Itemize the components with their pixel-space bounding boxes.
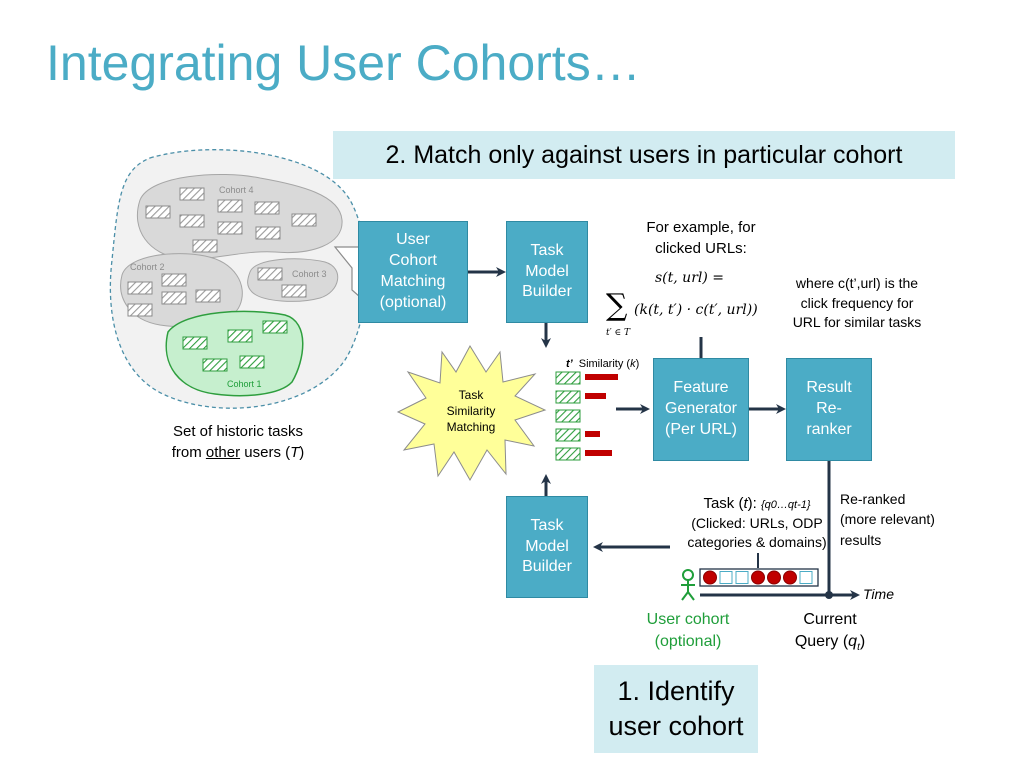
step2-banner: 2. Match only against users in particula… (333, 131, 955, 179)
task-model-builder-top-box: Task Model Builder (506, 221, 588, 323)
formula-sum-symbol: ∑ (606, 288, 628, 323)
time-label: Time (863, 586, 894, 602)
cohort-3-tasks (257, 267, 307, 298)
cohort-1-tasks (182, 320, 288, 372)
step2-banner-text: 2. Match only against users in particula… (385, 141, 903, 169)
query-empty-square (735, 571, 749, 584)
task-similarity-starburst (396, 344, 547, 482)
cohort-1-label: Cohort 1 (227, 379, 262, 389)
person-icon (681, 569, 695, 601)
similarity-task-stack (555, 371, 581, 461)
similarity-bar (585, 450, 612, 456)
example-label: For example, for clicked URLs: (646, 219, 756, 257)
cohort-2-tasks (127, 273, 221, 317)
similarity-bar (585, 431, 600, 437)
formula-lhs: s(t, url) = (655, 270, 725, 286)
reranked-results-label: Re-ranked (more relevant) results (840, 491, 935, 548)
query-sequence (703, 570, 813, 585)
user-cohort-optional-label: User cohort (optional) (646, 611, 730, 651)
cohort-3-label: Cohort 3 (292, 269, 327, 279)
current-query-label: Current Query (qt) (794, 611, 866, 654)
query-empty-square (799, 571, 813, 584)
formula-sum-subscript: t′ ∈ T (606, 328, 631, 338)
query-red-dot (751, 570, 765, 585)
feature-generator-box: Feature Generator (Per URL) (653, 358, 749, 461)
page-title: Integrating User Cohorts… (46, 35, 641, 91)
query-red-dot (783, 570, 797, 585)
query-empty-square (719, 571, 733, 584)
query-red-dot (767, 570, 781, 585)
similarity-bar (585, 393, 606, 399)
query-red-dot (703, 570, 717, 585)
similarity-bar (585, 374, 618, 380)
current-query-dot (825, 591, 833, 599)
task-label: Task (t): {q0…qt-1} (Clicked: URLs, ODP … (687, 495, 827, 551)
cohort-4-label: Cohort 4 (219, 185, 254, 195)
click-frequency-explain: where c(t’,url) is the click frequency f… (792, 275, 922, 331)
similarity-label: t’Similarity (k) (566, 358, 640, 370)
similarity-bars (585, 374, 618, 456)
formula-rhs: (k(t, t′) · c(t′, url)) (634, 302, 758, 318)
historic-tasks-caption: Set of historic tasks from other users (… (171, 423, 305, 461)
cohort-4-tasks (145, 187, 317, 253)
starburst-label: Task Similarity Matching (446, 388, 496, 435)
result-reranker-box: Result Re- ranker (786, 358, 872, 461)
step1-banner: 1. Identify user cohort (594, 665, 758, 753)
task-model-builder-bottom-box: Task Model Builder (506, 496, 588, 598)
user-cohort-matching-box: User Cohort Matching (optional) (358, 221, 468, 323)
cohort-2-label: Cohort 2 (130, 262, 165, 272)
